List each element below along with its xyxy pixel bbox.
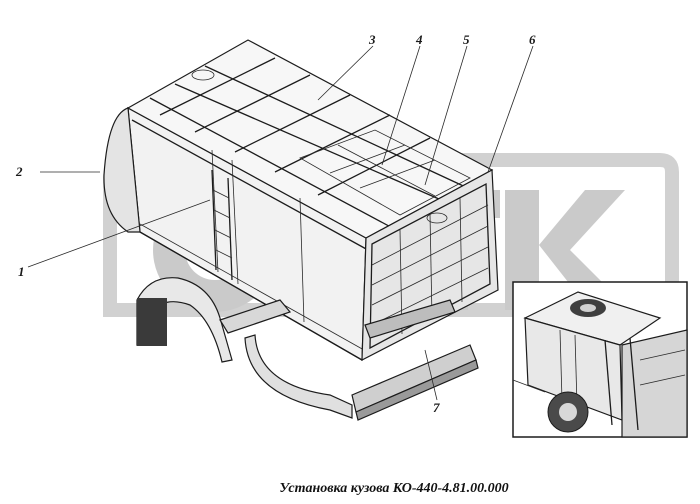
callout-7: 7 — [433, 400, 440, 415]
inset-view — [512, 281, 688, 438]
figure-caption: Установка кузова КО-440-4.81.00.000 — [279, 481, 508, 496]
wheel-arch — [136, 277, 233, 363]
leader-7 — [424, 349, 438, 401]
callout-6: 6 — [529, 32, 536, 47]
callout-1: 1 — [18, 264, 25, 279]
leader-6 — [487, 45, 534, 173]
rear-tailgate — [361, 169, 499, 362]
callout-3: 3 — [368, 32, 376, 47]
leader-5 — [424, 45, 468, 186]
leader-1 — [27, 199, 211, 268]
leader-lines — [27, 45, 534, 401]
subframe — [219, 299, 479, 421]
callout-5: 5 — [463, 32, 470, 47]
truck-body — [103, 39, 494, 362]
leader-3 — [317, 45, 374, 101]
ladder — [211, 169, 233, 281]
callout-4: 4 — [415, 32, 423, 47]
leader-4 — [381, 45, 421, 166]
callout-2: 2 — [15, 164, 23, 179]
